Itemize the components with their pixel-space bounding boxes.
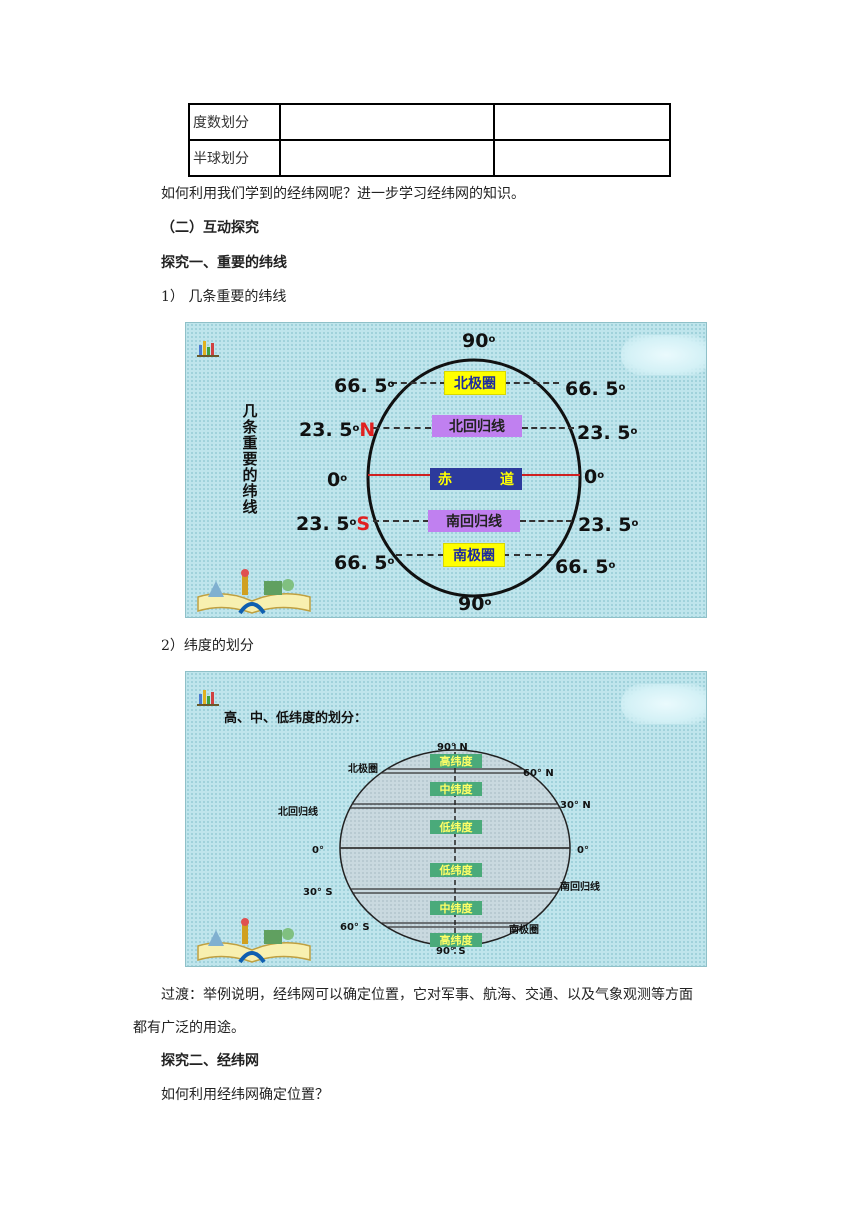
deg-n665-right: 66. 5o	[565, 378, 626, 400]
label-arctic: 北极圈	[348, 764, 378, 775]
deg-60s: 60° S	[340, 922, 370, 933]
zone-mid-north: 中纬度	[430, 782, 482, 796]
zone-mid-south: 中纬度	[430, 901, 482, 915]
chart-logo-icon	[197, 686, 221, 706]
slide-latitude-zones: 高、中、低纬度的划分： 高纬度 中纬度 低纬度 低纬度 中纬度 高纬度 90° …	[185, 671, 707, 967]
antarctic-line-left	[396, 554, 444, 556]
zone-low-south: 低纬度	[430, 863, 482, 877]
transition-line-1: 过渡：举例说明，经纬网可以确定位置，它对军事、航海、交通、以及气象观测等方面	[161, 987, 693, 1003]
arctic-line-right	[504, 382, 559, 384]
deg-90-bottom: 90o	[458, 593, 492, 615]
deg-90-top: 90o	[462, 330, 496, 352]
deg-eq-right: 0°	[577, 845, 589, 856]
deg-eq-left: 0o	[327, 469, 348, 491]
table-cell	[279, 103, 495, 141]
antarctic-line-right	[503, 554, 553, 556]
division-table: 度数划分 半球划分	[188, 103, 671, 177]
book-deco-icon	[197, 918, 311, 964]
deg-eq-left: 0°	[312, 845, 324, 856]
deg-s665-left: 66. 5o	[334, 552, 395, 574]
deg-30n: 30° N	[560, 800, 591, 811]
question-text: 如何利用经纬网确定位置？	[161, 1087, 329, 1103]
side-title: 几条重要的纬线	[242, 402, 258, 516]
explore-two-heading: 探究二、经纬网	[161, 1053, 259, 1069]
equator-label: 赤道	[430, 468, 522, 490]
zone-low-north: 低纬度	[430, 820, 482, 834]
item-two: 2）纬度的划分	[161, 638, 254, 654]
slide-title: 高、中、低纬度的划分：	[224, 711, 368, 726]
slide-important-latitudes: 几条重要的纬线 北极圈 北回归线 赤道 南回归线 南极圈 90o 90o 66.…	[185, 322, 707, 618]
deg-n235-right: 23. 5o	[577, 422, 638, 444]
chart-logo-icon	[197, 337, 221, 357]
section-heading: （二）互动探究	[161, 220, 259, 236]
deg-90n: 90° N	[437, 742, 468, 753]
tropic-cancer-label: 北回归线	[432, 415, 522, 437]
capricorn-line-right	[520, 520, 572, 522]
deg-n235-left: 23. 5oN	[299, 419, 376, 441]
transition-line-2: 都有广泛的用途。	[133, 1020, 245, 1036]
deg-eq-right: 0o	[584, 466, 605, 488]
explore-one-heading: 探究一、重要的纬线	[161, 255, 287, 271]
zone-high-south: 高纬度	[430, 933, 482, 947]
deg-n665-left: 66. 5o	[334, 375, 395, 397]
arctic-line-left	[391, 382, 446, 384]
antarctic-circle-label: 南极圈	[443, 543, 505, 567]
tropic-capricorn-label: 南回归线	[428, 510, 520, 532]
book-deco-icon	[197, 569, 311, 615]
row-label: 半球划分	[188, 139, 281, 177]
deg-60n: 60° N	[523, 768, 554, 779]
label-tropic-cancer: 北回归线	[278, 807, 318, 818]
table-cell	[493, 139, 671, 177]
table-cell	[493, 103, 671, 141]
capricorn-line-left	[373, 520, 429, 522]
intro-text: 如何利用我们学到的经纬网呢？进一步学习经纬网的知识。	[161, 186, 525, 202]
label-tropic-capricorn: 南回归线	[560, 882, 600, 893]
arctic-circle-label: 北极圈	[444, 371, 506, 395]
deg-90s: 90° S	[436, 946, 466, 957]
item-one: 1） 几条重要的纬线	[161, 289, 287, 305]
table-row: 度数划分	[188, 103, 671, 141]
zone-high-north: 高纬度	[430, 754, 482, 768]
table-row: 半球划分	[188, 139, 671, 177]
cancer-line-right	[522, 427, 574, 429]
deg-30s: 30° S	[303, 887, 333, 898]
table-cell	[279, 139, 495, 177]
deg-s665-right: 66. 5o	[555, 556, 616, 578]
label-antarctic: 南极圈	[509, 925, 539, 936]
deg-s235-right: 23. 5o	[578, 514, 639, 536]
cancer-line-left	[373, 427, 431, 429]
deg-s235-left: 23. 5oS	[296, 513, 371, 535]
row-label: 度数划分	[188, 103, 281, 141]
